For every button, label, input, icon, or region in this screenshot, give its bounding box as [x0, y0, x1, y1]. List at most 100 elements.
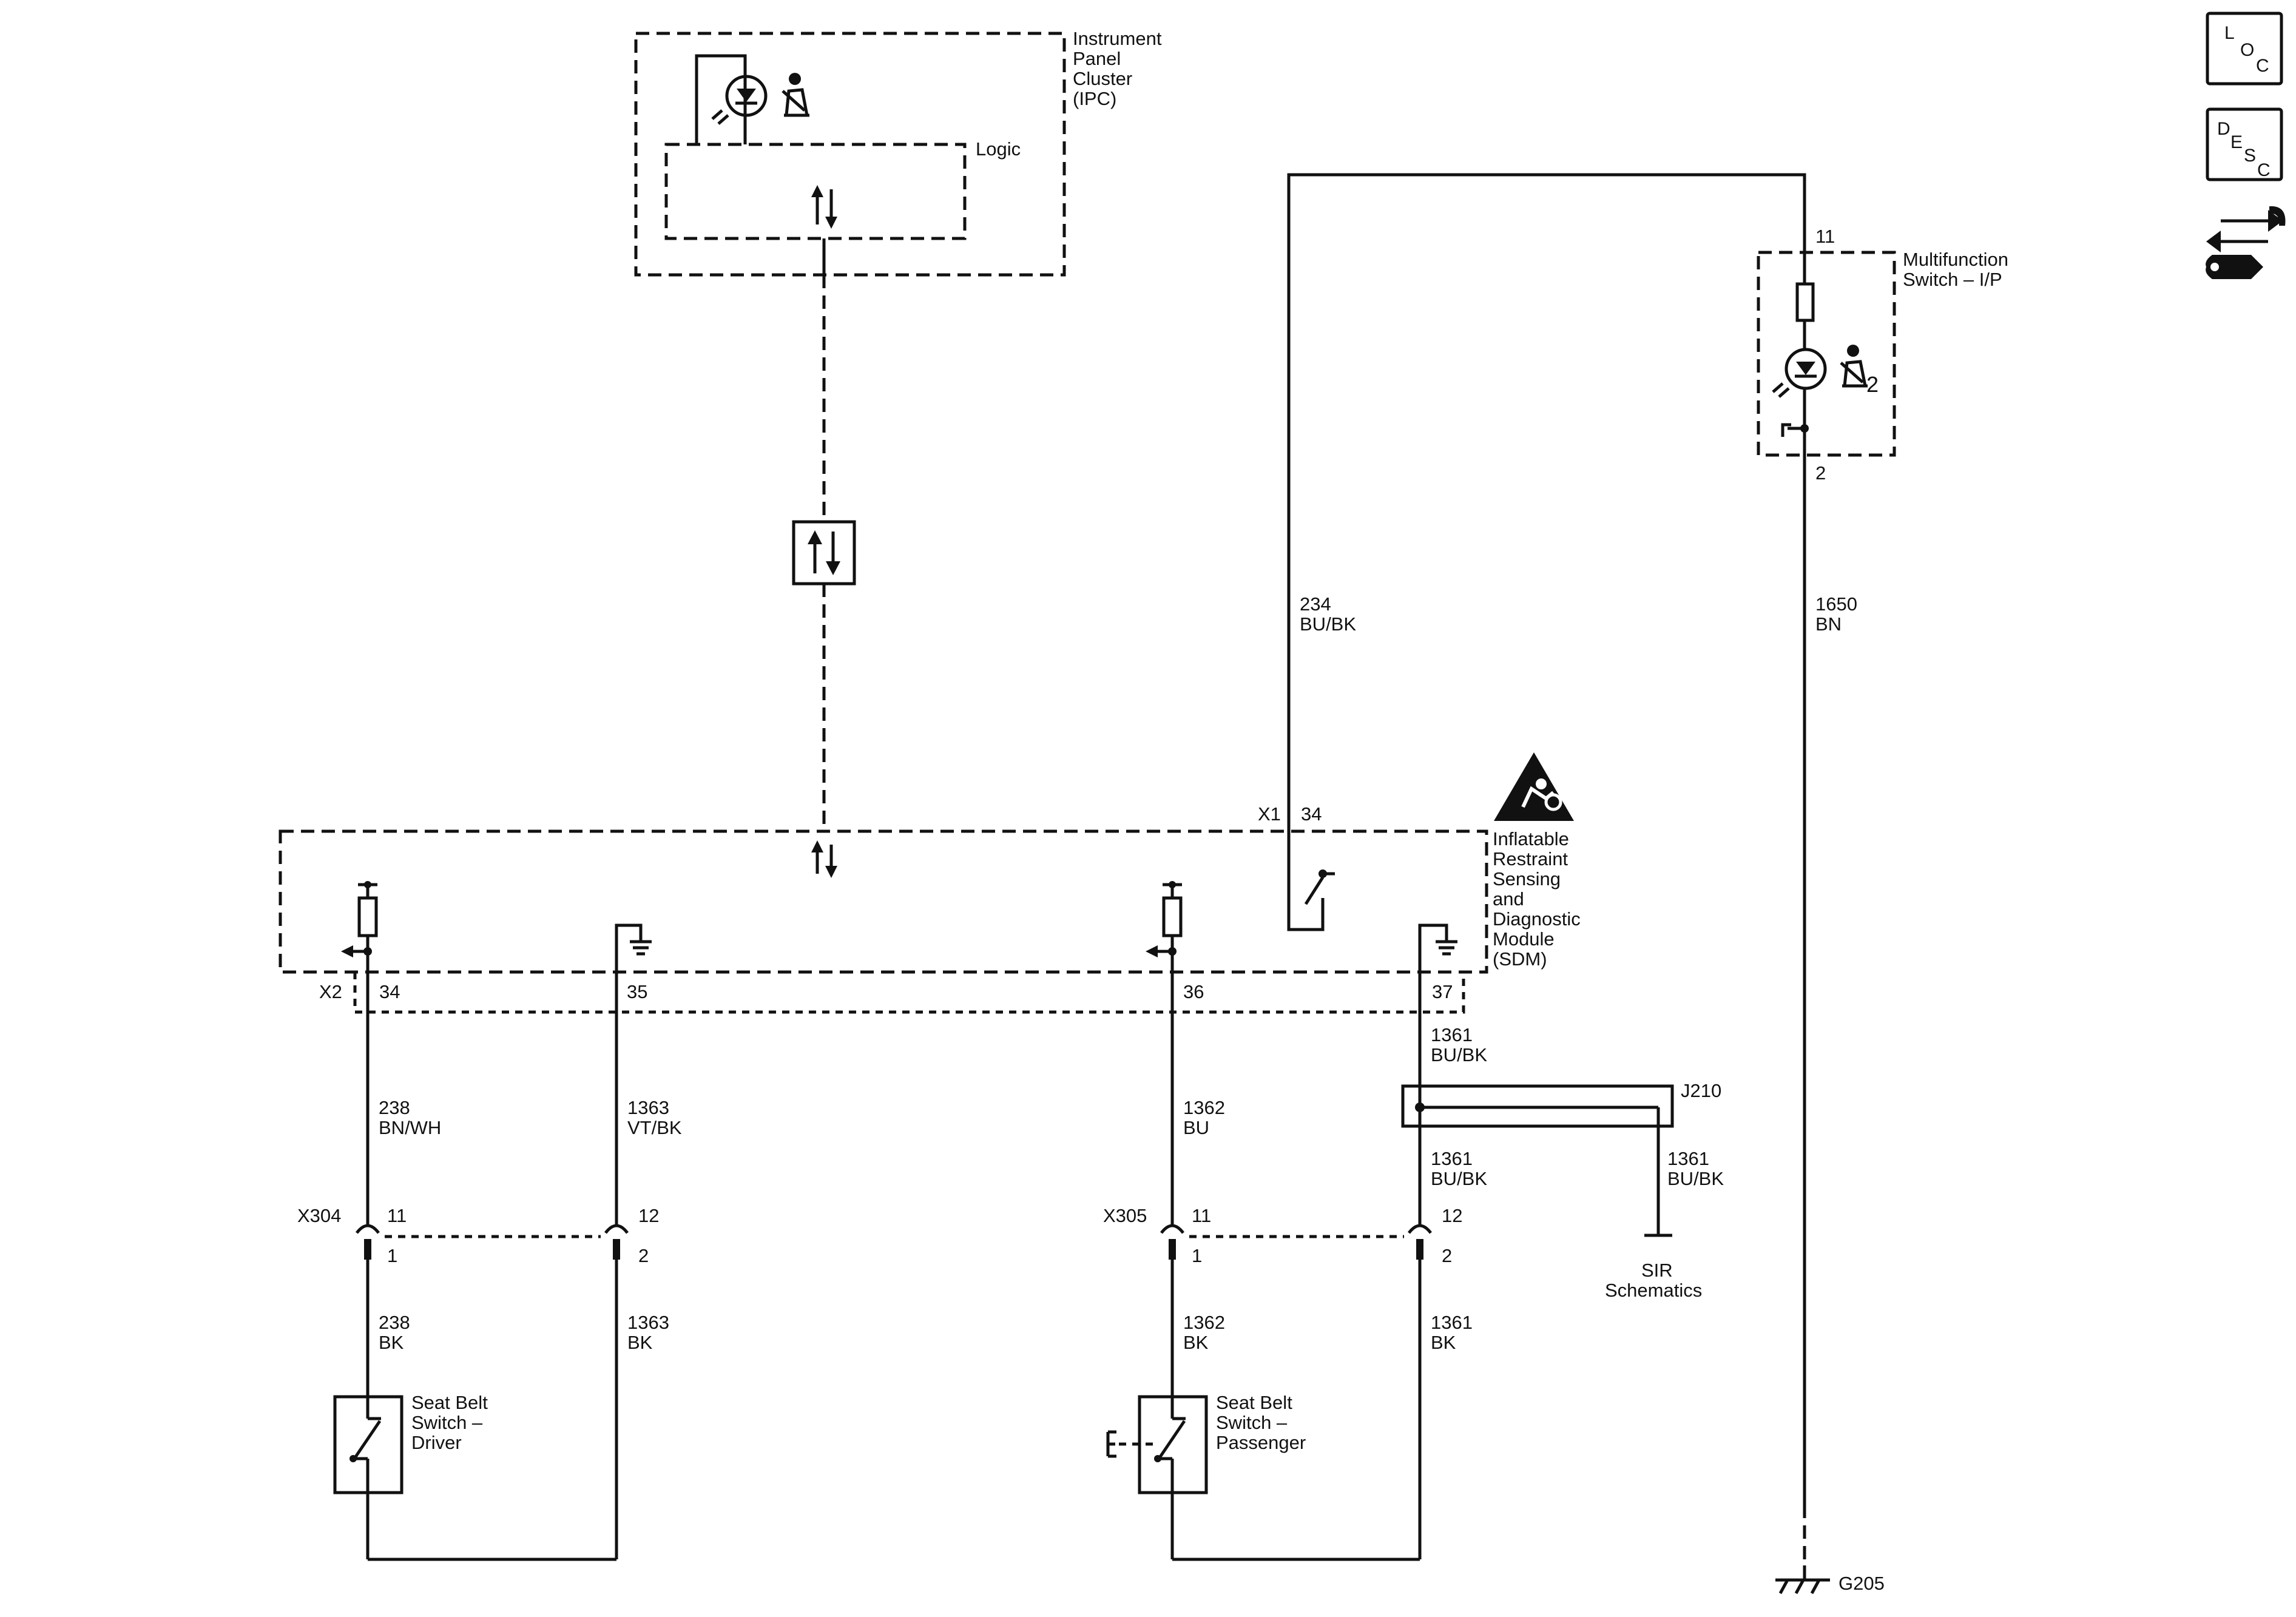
svg-text:L: L	[2224, 23, 2235, 43]
sdm-x2-pin-34: 34	[379, 981, 400, 1002]
ipc-logic-label: Logic	[976, 138, 1021, 160]
connector-x305	[1160, 1224, 1432, 1260]
airbag-warning-icon	[1494, 752, 1574, 821]
wire-1363-color: VT/BK	[627, 1117, 682, 1138]
sdm-name-line-3: Sensing	[1493, 868, 1561, 890]
sdm-x1-pin: 34	[1301, 803, 1322, 825]
ground-g205-label: G205	[1838, 1573, 1885, 1594]
passenger-seatbelt-indicator-led-icon	[1772, 348, 1827, 398]
passenger-pullup-resistor	[1146, 881, 1183, 957]
wire-1362-color: BU	[1183, 1117, 1209, 1138]
sir-schematics-line-2: Schematics	[1605, 1280, 1702, 1301]
sdm-name-line-1: Inflatable	[1493, 828, 1569, 849]
wire-1363-bk-circuit: 1363	[627, 1312, 669, 1333]
svg-text:C: C	[2257, 160, 2271, 180]
sdm-x2-pin-35: 35	[627, 981, 647, 1002]
loc-button[interactable]: L O C	[2206, 12, 2283, 86]
wire-238-color: BN/WH	[379, 1117, 441, 1138]
wire-238-circuit: 238	[379, 1097, 410, 1118]
wire-1363-bk-color: BK	[627, 1332, 653, 1353]
wire-1362-bk-color: BK	[1183, 1332, 1209, 1353]
passenger-low-reference-ground-icon	[1418, 923, 1457, 1012]
passenger-switch-line-2: Switch –	[1216, 1412, 1288, 1433]
sdm-name-line-6: Module	[1493, 928, 1555, 950]
mfs-name-line-2: Switch – I/P	[1903, 269, 2002, 290]
wire-1362-circuit: 1362	[1183, 1097, 1225, 1118]
svg-text:E: E	[2230, 132, 2243, 152]
driver-pullup-resistor	[341, 881, 378, 957]
multifunction-switch: Multifunction Switch – I/P 11 2 2	[1757, 226, 2008, 484]
mfs-name-line-1: Multifunction	[1903, 249, 2008, 270]
wire-1361-circuit-b: 1361	[1431, 1148, 1473, 1169]
x304-pin-11: 11	[387, 1205, 407, 1226]
sdm-x2-pin-36: 36	[1183, 981, 1204, 1002]
wire-1650-circuit: 1650	[1815, 593, 1857, 615]
wire-234	[1287, 173, 1806, 831]
wire-1361-color-c: BU/BK	[1667, 1168, 1724, 1189]
connector-x305-label: X305	[1103, 1205, 1147, 1226]
driver-switch-line-3: Driver	[411, 1432, 462, 1453]
svg-text:D: D	[2217, 119, 2230, 139]
x304-pin-12: 12	[638, 1205, 659, 1226]
x305-pin-11: 11	[1192, 1205, 1211, 1226]
seatbelt-switch-driver	[333, 1395, 403, 1494]
mfs-switch-contact-icon	[1781, 423, 1809, 437]
wire-1361-color-b: BU/BK	[1431, 1168, 1487, 1189]
wire-1362-bk-circuit: 1362	[1183, 1312, 1225, 1333]
wire-1361-circuit-c: 1361	[1667, 1148, 1709, 1169]
ipc-name-line-3: Cluster	[1073, 68, 1132, 89]
sdm-serial-data-icon	[811, 840, 837, 878]
sir-schematics-line-1: SIR	[1641, 1260, 1673, 1281]
serial-data-bus-icon	[792, 520, 856, 586]
sdm-internal-switch	[1287, 831, 1335, 931]
connector-x304	[356, 1224, 629, 1260]
seatbelt-warning-icon	[782, 73, 809, 117]
ipc-serial-data-icon	[811, 185, 837, 229]
mfs-indicator-number: 2	[1866, 372, 1879, 397]
svg-text:S: S	[2244, 146, 2256, 166]
ipc-module: Instrument Panel Cluster (IPC) Logic	[634, 28, 1162, 277]
wire-1650-color: BN	[1815, 613, 1842, 635]
wire-238-bk-color: BK	[379, 1332, 404, 1353]
connector-repair-icon[interactable]	[2206, 206, 2286, 279]
splice-j210-label: J210	[1681, 1080, 1721, 1101]
wire-1363-circuit: 1363	[627, 1097, 669, 1118]
ipc-name-line-2: Panel	[1073, 48, 1121, 69]
sdm-name-line-7: (SDM)	[1493, 948, 1547, 970]
x304-pin-2: 2	[638, 1245, 649, 1266]
wire-1361-color-a: BU/BK	[1431, 1044, 1487, 1065]
wire-1361-bk-circuit: 1361	[1431, 1312, 1473, 1333]
passenger-switch-line-1: Seat Belt	[1216, 1392, 1292, 1413]
sdm-x2-connector: X2	[319, 981, 342, 1002]
x305-pin-12: 12	[1442, 1205, 1462, 1226]
wire-1361-bk-color: BK	[1431, 1332, 1456, 1353]
wire-234-color: BU/BK	[1300, 613, 1356, 635]
seatbelt-switch-passenger	[1106, 1395, 1208, 1494]
driver-low-reference-ground-icon	[615, 923, 652, 1012]
passenger-switch-line-3: Passenger	[1216, 1432, 1306, 1453]
svg-text:C: C	[2256, 56, 2269, 76]
sdm-name-line-4: and	[1493, 888, 1524, 910]
x305-pin-2: 2	[1442, 1245, 1452, 1266]
desc-button[interactable]: D E S C	[2206, 107, 2283, 181]
ipc-name-line-4: (IPC)	[1073, 88, 1116, 109]
x304-pin-1: 1	[387, 1245, 397, 1266]
sdm-x1-connector: X1	[1258, 803, 1281, 825]
sdm-name-line-2: Restraint	[1493, 848, 1568, 869]
passenger-seatbelt-warning-icon	[1840, 345, 1868, 388]
wire-234-circuit: 234	[1300, 593, 1331, 615]
sdm-module: Inflatable Restraint Sensing and Diagnos…	[279, 752, 1581, 1014]
sdm-x2-pin-37: 37	[1432, 981, 1453, 1002]
wire-1361-circuit-a: 1361	[1431, 1024, 1473, 1045]
mfs-pin-bottom: 2	[1815, 462, 1826, 484]
seatbelt-indicator-led-icon	[711, 75, 768, 125]
driver-switch-line-1: Seat Belt	[411, 1392, 488, 1413]
mfs-resistor	[1795, 282, 1815, 322]
sdm-name-line-5: Diagnostic	[1493, 908, 1581, 930]
svg-text:O: O	[2240, 40, 2254, 60]
mfs-pin-top: 11	[1815, 226, 1835, 247]
occupant-presence-indicator-icon	[1106, 1430, 1158, 1458]
driver-switch-line-2: Switch –	[411, 1412, 483, 1433]
ipc-name-line-1: Instrument	[1073, 28, 1162, 49]
